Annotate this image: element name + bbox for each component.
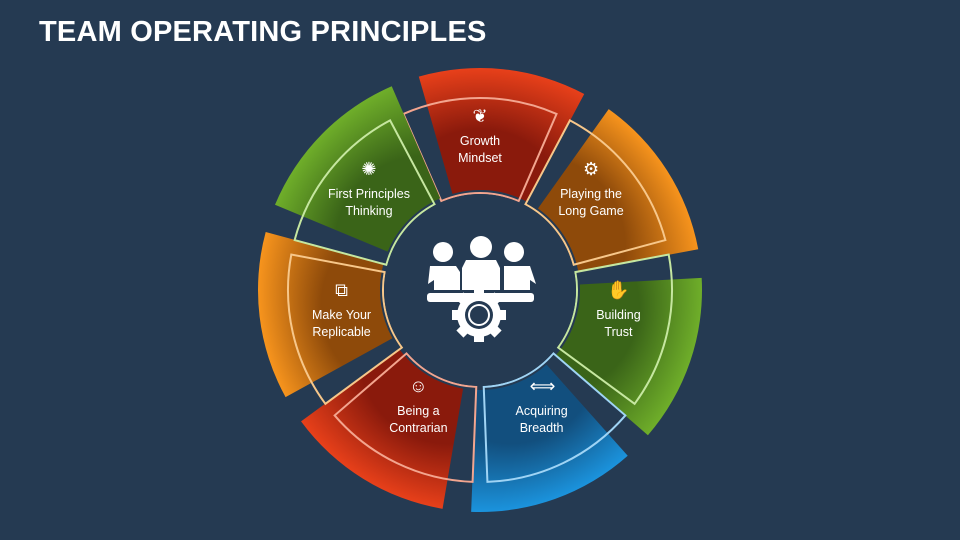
segment-outline [287, 253, 404, 406]
slide-title: TEAM OPERATING PRINCIPLES [39, 16, 487, 48]
person-speech-icon: ☺ [409, 375, 428, 396]
segment-fill [418, 68, 585, 202]
segment-label-line1: Playing the [560, 187, 622, 202]
segment-label-line2: Mindset [458, 151, 502, 165]
segment-label-line1: First Principles [327, 187, 410, 202]
segment-label-line1: Being a [397, 403, 440, 418]
segment-outline [402, 96, 558, 203]
segment-label: Being a Contrarian [353, 403, 483, 437]
segment-outline [524, 119, 667, 267]
segment-label-line2: Replicable [312, 324, 371, 339]
segment-label-line2: Breadth [519, 420, 564, 435]
segment-label-line2: Long Game [558, 204, 624, 219]
segment-fill [275, 86, 441, 252]
segment-label-line1: Building [596, 307, 641, 322]
segment-label-line2: Thinking [345, 204, 393, 219]
team-gear-icon [427, 236, 536, 342]
segment-fill [555, 277, 702, 436]
segment-fill [471, 364, 628, 512]
segment-label-line1: Make Your [312, 307, 372, 322]
segment-outline [293, 119, 436, 267]
handshake-icon: ✋ [607, 279, 630, 300]
segment-outline [556, 253, 673, 406]
segment-fill [258, 232, 393, 398]
expand-arrows-icon: ⟺ [529, 375, 556, 396]
segment-fill [301, 349, 464, 509]
segment-label-line1: Growth [459, 134, 501, 148]
brain-plant-growth-icon: ❦ [472, 106, 488, 126]
segment-outline [482, 351, 627, 483]
segment-label-line2: Contrarian [389, 420, 448, 435]
game-controller-icon: ⚙ [582, 159, 600, 180]
copy-documents-icon: ⧉ [335, 279, 348, 300]
segment-label-line1: Acquiring [515, 403, 568, 418]
head-gears-icon: ✺ [361, 159, 377, 180]
segment-fill [537, 109, 699, 272]
segment-outline [333, 351, 478, 483]
segment-label-line2: Trust [604, 324, 633, 339]
